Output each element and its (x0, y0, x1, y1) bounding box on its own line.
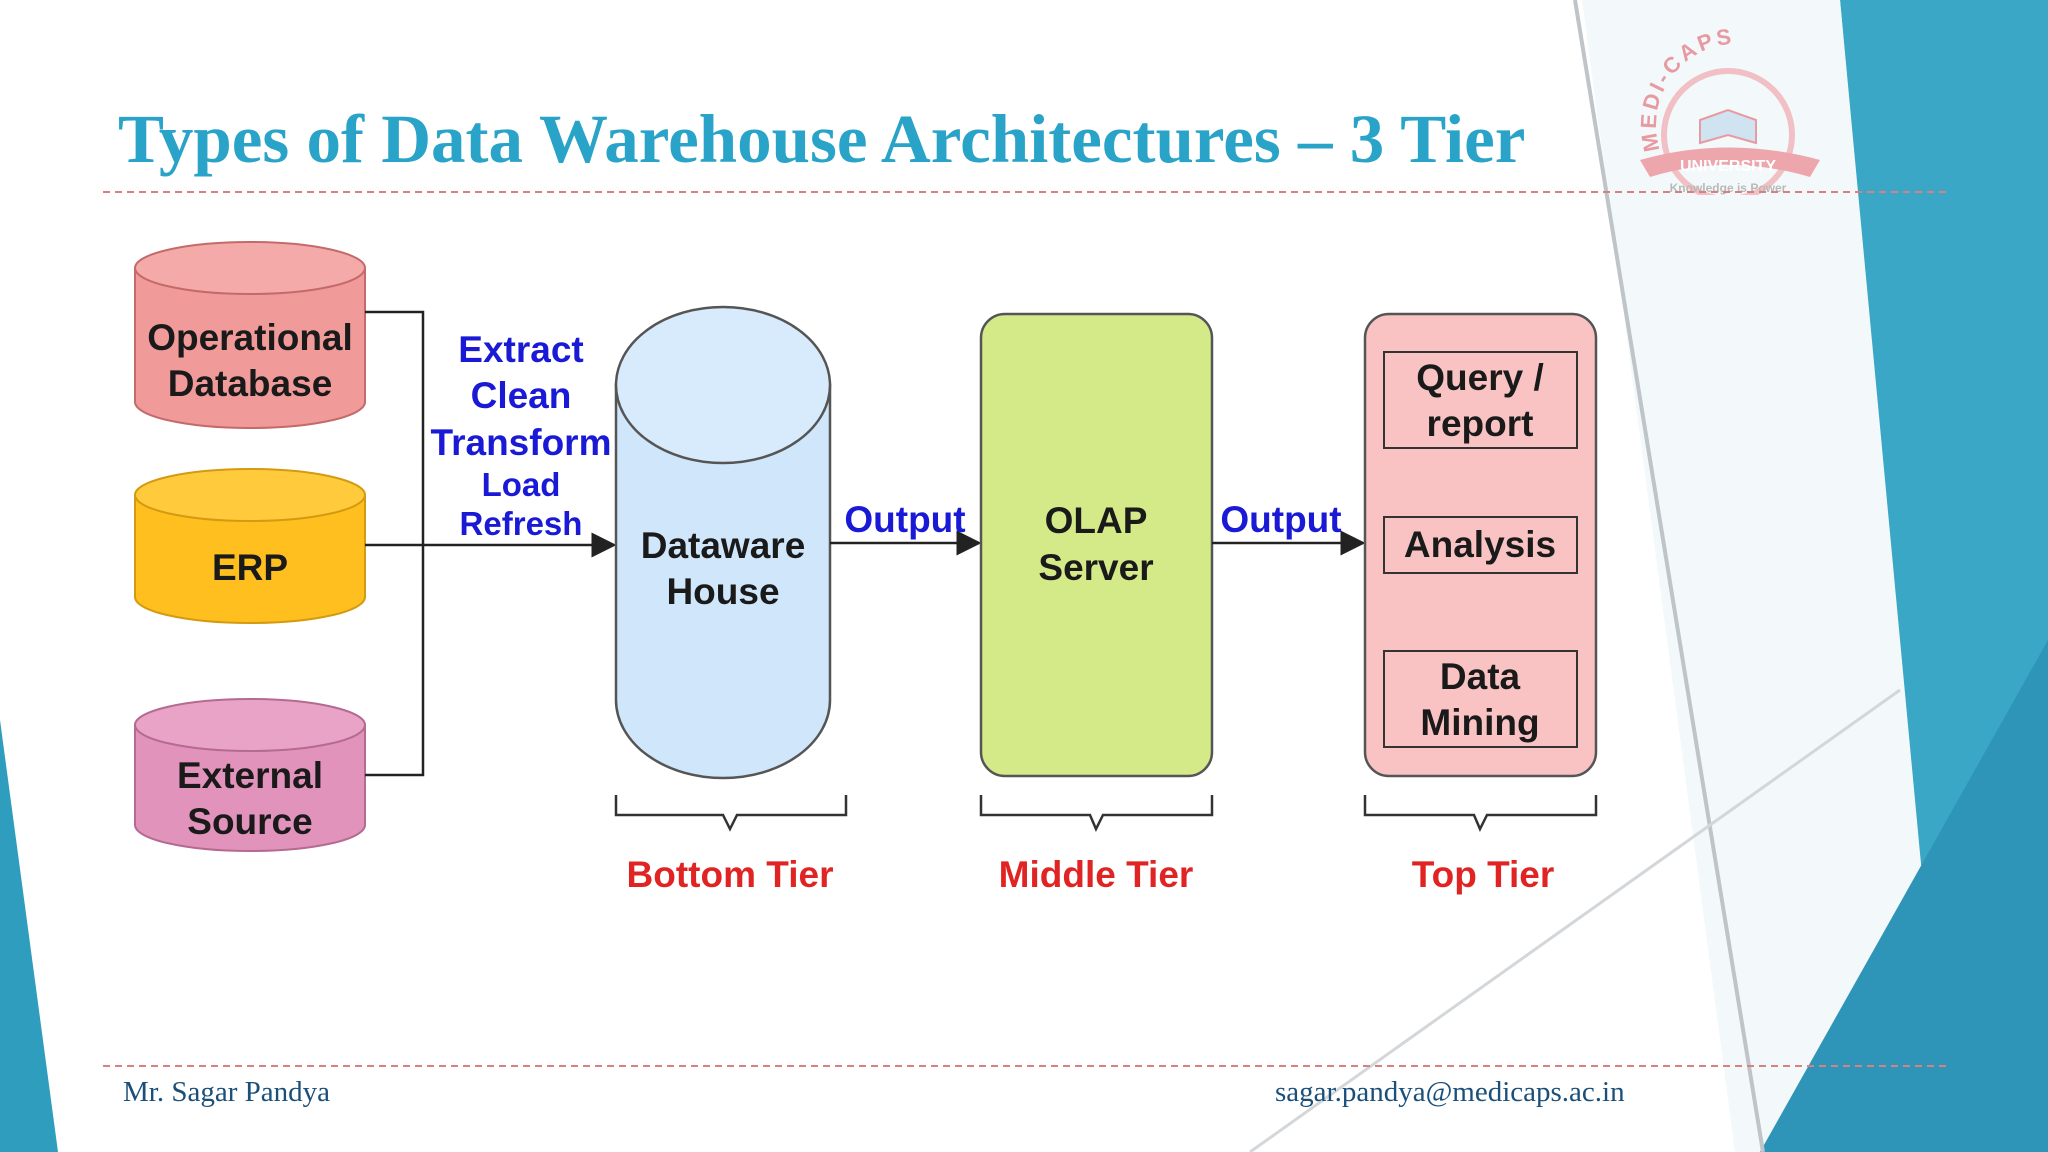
svg-text:Query /: Query / (1416, 357, 1544, 398)
source-label-line2: Database (168, 363, 333, 404)
left-lower-triangle (0, 720, 58, 1152)
warehouse-label-line2: House (666, 571, 779, 612)
brace-top-tier (1363, 795, 1598, 832)
decor-line-2 (1249, 688, 1901, 1152)
right-lower-triangle (1760, 640, 2048, 1152)
footer-email: sagar.pandya@medicaps.ac.in (1275, 1076, 1625, 1108)
analysis-box: Analysis (1383, 516, 1578, 574)
svg-text:Data: Data (1440, 656, 1521, 697)
query-report-box: Query / report (1383, 351, 1578, 449)
source-label-line1: Operational (147, 317, 353, 358)
source-external-source: External Source (134, 698, 366, 852)
logo-ribbon-icon (1640, 147, 1820, 177)
svg-text:report: report (1427, 403, 1534, 444)
dataware-house: Dataware House (614, 305, 832, 780)
etl-step: Transform (431, 422, 612, 463)
source-connector (365, 310, 425, 777)
logo-circle-icon (1661, 68, 1795, 195)
logo-name-bottom: UNIVERSITY (1680, 158, 1776, 175)
olap-label-line1: OLAP (1045, 500, 1148, 541)
brace-middle-tier (979, 795, 1214, 832)
brace-bottom-tier (614, 795, 848, 832)
tier-label-top: Top Tier (1412, 854, 1555, 895)
source-label-line1: ERP (212, 547, 288, 588)
source-operational-database: Operational Database (134, 241, 366, 429)
tier-label-bottom: Bottom Tier (627, 854, 834, 895)
university-logo: MEDI-CAPS UNIVERSITY Knowledge is Power (1636, 25, 1820, 195)
tier-label-middle: Middle Tier (999, 854, 1194, 895)
etl-step: Load (482, 466, 561, 503)
logo-book-icon (1699, 108, 1757, 145)
svg-text:Analysis: Analysis (1404, 524, 1556, 565)
data-mining-box: Data Mining (1383, 650, 1578, 748)
svg-text:Mining: Mining (1420, 702, 1539, 743)
olap-label-line2: Server (1038, 547, 1153, 588)
etl-labels: Extract Clean Transform Load Refresh (431, 329, 612, 542)
source-label-line2: Source (187, 801, 312, 842)
source-erp: ERP (134, 468, 366, 624)
warehouse-label-line1: Dataware (641, 525, 806, 566)
etl-step: Refresh (460, 505, 583, 542)
slide-title: Types of Data Warehouse Architectures – … (118, 101, 1526, 177)
right-light-panel (1582, 0, 1948, 1152)
etl-step: Clean (471, 375, 572, 416)
footer-author: Mr. Sagar Pandya (123, 1076, 330, 1108)
output-label-2: Output (1220, 499, 1341, 540)
source-label-line1: External (177, 755, 323, 796)
output-label-1: Output (844, 499, 965, 540)
top-tier-container: Query / report Analysis Data Mining (1363, 312, 1598, 778)
etl-step: Extract (458, 329, 583, 370)
olap-server: OLAP Server (979, 312, 1214, 778)
